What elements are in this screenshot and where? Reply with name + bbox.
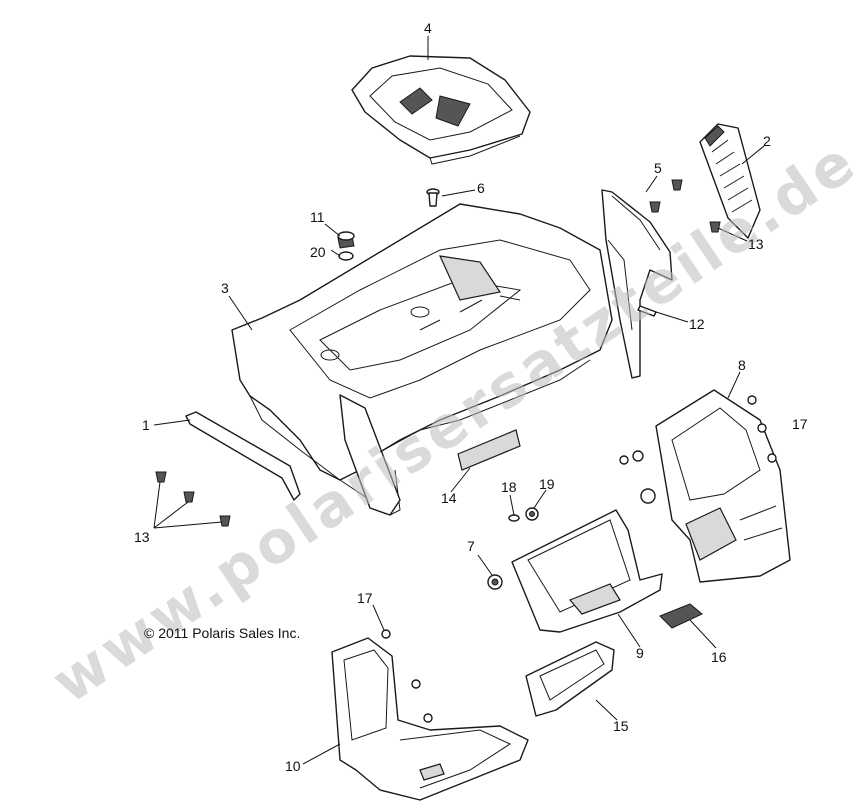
part-9-tray: [511, 509, 663, 633]
callout-5: 5: [654, 160, 662, 176]
callout-1: 1: [142, 417, 150, 433]
callout-11: 11: [310, 209, 325, 225]
part-15-lid: [525, 641, 615, 717]
part-12-screw: [637, 305, 657, 317]
part-13-rivets-lower: [155, 471, 231, 527]
callout-4: 4: [424, 20, 432, 36]
part-1-strap: [185, 411, 301, 501]
callout-9: 9: [636, 645, 644, 661]
callout-18: 18: [501, 479, 517, 495]
part-13-rivets-upper: [649, 179, 721, 233]
callout-13b: 13: [134, 529, 150, 545]
leader-lines: [153, 36, 765, 765]
part-19-nut: [525, 507, 539, 521]
callout-8: 8: [738, 357, 746, 373]
callout-labels: 1 2 3 4 5 6 7 8 9 10 11 12 13 13 14 15 1…: [134, 20, 808, 774]
callout-7: 7: [467, 538, 475, 554]
part-4-cover-panel: [351, 55, 531, 165]
copyright-notice: © 2011 Polaris Sales Inc.: [144, 625, 300, 641]
callout-2: 2: [763, 133, 771, 149]
callout-3: 3: [221, 280, 229, 296]
callout-17b: 17: [357, 590, 373, 606]
callout-12: 12: [689, 316, 705, 332]
callout-20: 20: [310, 244, 326, 260]
part-16-latch: [659, 603, 703, 629]
part-5-side-rail: [601, 189, 673, 379]
callout-19: 19: [539, 476, 555, 492]
part-3-cargo-box: [231, 203, 613, 516]
part-8-bin: [655, 389, 791, 583]
part-6-screw: [426, 188, 440, 207]
callout-15: 15: [613, 718, 629, 734]
callout-17a: 17: [792, 416, 808, 432]
part-17-bolts-upper: [747, 395, 777, 463]
callout-6: 6: [477, 180, 485, 196]
callout-16: 16: [711, 649, 727, 665]
part-14-pad: [457, 429, 521, 471]
part-9-fasteners: [619, 450, 656, 504]
part-2-grille: [699, 123, 761, 239]
part-20-ring: [338, 251, 354, 261]
callout-14: 14: [441, 490, 457, 506]
callout-10: 10: [285, 758, 301, 774]
part-11-plug: [337, 231, 355, 249]
part-18-washer: [508, 514, 520, 522]
part-10-floor-panel: [331, 637, 529, 801]
callout-13a: 13: [748, 236, 764, 252]
part-7-nut: [487, 574, 503, 590]
part-17-bolts-lower: [381, 629, 433, 723]
